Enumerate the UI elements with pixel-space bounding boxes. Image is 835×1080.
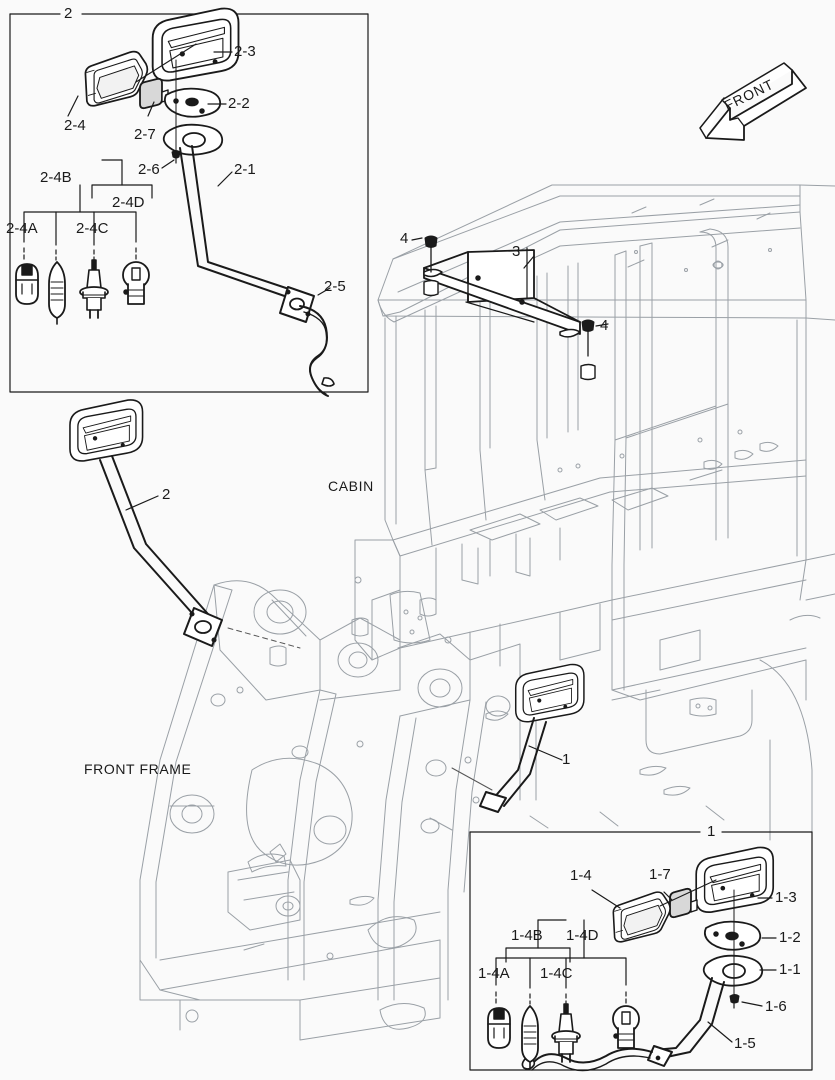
part-label-2-4D: 2-4D	[112, 194, 145, 211]
part-label-1-4B: 1-4B	[511, 927, 543, 944]
front-arrow-shape	[699, 62, 807, 141]
part-label-2-4C: 2-4C	[76, 220, 109, 237]
part-label-2-1: 2-1	[234, 161, 256, 178]
part-label-1-4C: 1-4C	[540, 965, 573, 982]
part-label-1-2: 1-2	[779, 929, 801, 946]
part-label-2-6: 2-6	[138, 161, 160, 178]
part-label-1-6: 1-6	[765, 998, 787, 1015]
part-label-1-3: 1-3	[775, 889, 797, 906]
cabin-label: CABIN	[328, 478, 374, 494]
part-label-2-4B: 2-4B	[40, 169, 72, 186]
callout-2: 2	[162, 486, 171, 503]
part-label-1-4A: 1-4A	[478, 965, 510, 982]
part-label-2-4A: 2-4A	[6, 220, 38, 237]
detail-box-1-frame	[469, 831, 813, 1071]
part-label-1-7: 1-7	[649, 866, 671, 883]
part-label-1-4: 1-4	[570, 867, 592, 884]
detail-box-1-label: 1	[707, 823, 716, 840]
part-label-2-4: 2-4	[64, 117, 86, 134]
callout-3: 3	[512, 243, 521, 260]
detail-box-2-label: 2	[64, 5, 73, 22]
part-label-1-5: 1-5	[734, 1035, 756, 1052]
callout-4-left: 4	[400, 230, 409, 247]
part-label-2-5: 2-5	[324, 278, 346, 295]
part-label-2-7: 2-7	[134, 126, 156, 143]
part-label-1-4D: 1-4D	[566, 927, 599, 944]
part-label-2-2: 2-2	[228, 95, 250, 112]
callout-1: 1	[562, 751, 571, 768]
part-label-2-3: 2-3	[234, 43, 256, 60]
callout-4-right: 4	[600, 317, 609, 334]
part-label-1-1: 1-1	[779, 961, 801, 978]
front-frame-label: FRONT FRAME	[84, 761, 192, 777]
